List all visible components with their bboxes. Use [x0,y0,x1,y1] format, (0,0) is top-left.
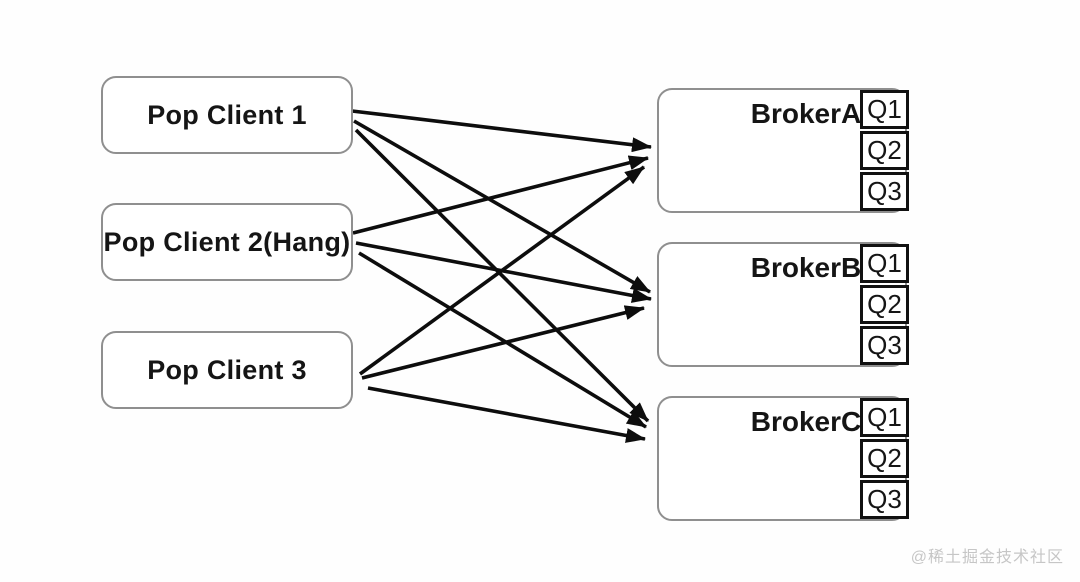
broker-a-title: BrokerA [750,98,862,129]
edge-client2-brokerB-arrow [355,241,652,303]
edge-client3-brokerB-arrow [361,305,645,380]
edge-client2-brokerC-arrow [358,251,647,429]
node-broker-a: BrokerA Q1 Q2 Q3 [657,88,909,213]
edge-client1-brokerA-arrow [351,109,652,153]
broker-c-title: BrokerC [750,406,862,437]
broker-a-queue-3: Q3 [860,172,909,211]
broker-c-queue-1: Q1 [860,398,909,437]
pop-client-2-label: Pop Client 2(Hang) [103,226,351,257]
node-broker-b: BrokerB Q1 Q2 Q3 [657,242,909,367]
watermark-text: @稀土掘金技术社区 [910,549,1064,566]
node-pop-client-1: Pop Client 1 [101,76,353,154]
broker-b-title: BrokerB [750,252,862,283]
broker-c-queue-2: Q2 [860,439,909,478]
pop-client-3-label: Pop Client 3 [147,354,307,385]
node-broker-c: BrokerC Q1 Q2 Q3 [657,396,909,521]
edge-client1-brokerB-arrow [353,119,651,294]
edge-client3-brokerC-arrow [367,386,646,443]
pop-client-1-label: Pop Client 1 [147,99,307,130]
edge-client2-brokerA-arrow [352,155,649,235]
broker-b-queue-column: Q1 Q2 Q3 [860,244,909,365]
broker-a-queue-column: Q1 Q2 Q3 [860,90,909,211]
node-pop-client-2: Pop Client 2(Hang) [101,203,353,281]
broker-a-queue-2: Q2 [860,131,909,170]
edge-client3-brokerA-arrow [358,165,646,376]
broker-b-queue-2: Q2 [860,285,909,324]
broker-a-queue-1: Q1 [860,90,909,129]
broker-c-queue-3: Q3 [860,480,909,519]
broker-b-queue-3: Q3 [860,326,909,365]
edge-client1-brokerC-arrow [354,128,650,423]
node-pop-client-3: Pop Client 3 [101,331,353,409]
broker-c-queue-column: Q1 Q2 Q3 [860,398,909,519]
broker-b-queue-1: Q1 [860,244,909,283]
